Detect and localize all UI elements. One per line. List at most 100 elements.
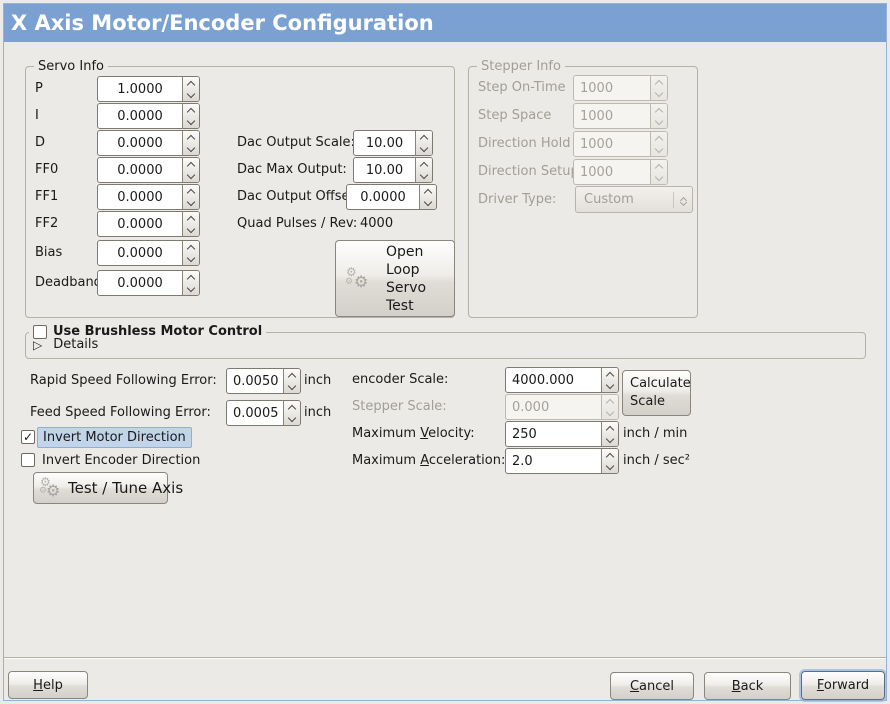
cancel-button[interactable]: Cancel — [610, 672, 694, 700]
spin-up-button[interactable] — [183, 212, 199, 224]
max-velocity-value[interactable]: 250 — [506, 422, 601, 446]
dac-output-scale-spinbox[interactable]: 10.00 — [353, 130, 433, 156]
dac-scale-spin-buttons[interactable] — [415, 131, 432, 155]
feed-error-spinbox[interactable]: 0.0005 — [226, 400, 301, 426]
calculate-scale-button[interactable]: Calculate Scale — [622, 370, 691, 416]
i-spinbox[interactable]: 0.0000 — [97, 103, 200, 129]
dac-output-scale-value[interactable]: 10.00 — [354, 131, 415, 155]
details-expander[interactable]: ▷ Details — [33, 337, 98, 352]
ff0-value[interactable]: 0.0000 — [98, 158, 182, 182]
dac-offset-spin-buttons[interactable] — [419, 185, 436, 209]
spin-up-button[interactable] — [602, 368, 618, 380]
spin-up-button[interactable] — [183, 77, 199, 89]
step-on-time-spinbox: 1000 — [573, 75, 668, 101]
spin-up-button — [651, 76, 667, 88]
ff0-spinbox[interactable]: 0.0000 — [97, 157, 200, 183]
spin-up-button[interactable] — [420, 185, 436, 197]
i-spin-buttons[interactable] — [182, 104, 199, 128]
max-acceleration-value[interactable]: 2.0 — [506, 449, 601, 473]
spin-up-button[interactable] — [183, 131, 199, 143]
spin-buttons[interactable] — [601, 422, 618, 446]
encoder-scale-spinbox[interactable]: 4000.000 — [505, 367, 619, 393]
spin-down-button[interactable] — [284, 381, 300, 393]
spin-down-button[interactable] — [602, 461, 618, 473]
spin-up-button[interactable] — [183, 158, 199, 170]
bias-value[interactable]: 0.0000 — [98, 241, 182, 265]
ff2-spin-buttons[interactable] — [182, 212, 199, 236]
dac-max-output-label: Dac Max Output: — [237, 157, 347, 183]
spin-up-button[interactable] — [284, 369, 300, 381]
gear-tiny-icon: ⚙ — [39, 486, 47, 496]
spin-buttons[interactable] — [601, 449, 618, 473]
ff2-value[interactable]: 0.0000 — [98, 212, 182, 236]
test-tune-axis-button[interactable]: ⚙ ⚙ ⚙ Test / Tune Axis — [33, 472, 168, 504]
spin-down-button[interactable] — [602, 380, 618, 392]
spin-down-button[interactable] — [183, 224, 199, 236]
invert-motor-checkbox[interactable]: ✓ — [21, 430, 35, 444]
d-spinbox[interactable]: 0.0000 — [97, 130, 200, 156]
dac-max-output-spinbox[interactable]: 10.00 — [353, 157, 433, 183]
spin-up-button[interactable] — [183, 185, 199, 197]
spin-down-button[interactable] — [183, 89, 199, 101]
spin-buttons[interactable] — [283, 401, 300, 425]
spin-down-button[interactable] — [183, 170, 199, 182]
spin-down-button[interactable] — [420, 197, 436, 209]
dac-max-spin-buttons[interactable] — [415, 158, 432, 182]
deadband-spin-buttons[interactable] — [182, 271, 199, 295]
ff2-spinbox[interactable]: 0.0000 — [97, 211, 200, 237]
dac-max-output-value[interactable]: 10.00 — [354, 158, 415, 182]
invert-encoder-checkbox[interactable] — [21, 453, 35, 467]
i-value[interactable]: 0.0000 — [98, 104, 182, 128]
d-value[interactable]: 0.0000 — [98, 131, 182, 155]
feed-error-value[interactable]: 0.0005 — [227, 401, 283, 425]
deadband-value[interactable]: 0.0000 — [98, 271, 182, 295]
spin-down-button[interactable] — [183, 283, 199, 295]
spin-up-button[interactable] — [416, 158, 432, 170]
spin-up-button[interactable] — [284, 401, 300, 413]
spin-buttons — [650, 104, 667, 128]
dac-output-offset-value[interactable]: 0.0000 — [347, 185, 419, 209]
p-spinbox[interactable]: 1.0000 — [97, 76, 200, 102]
spin-up-button[interactable] — [183, 271, 199, 283]
spin-up-button[interactable] — [416, 131, 432, 143]
spin-down-button[interactable] — [183, 116, 199, 128]
spin-up-button[interactable] — [602, 422, 618, 434]
bias-spinbox[interactable]: 0.0000 — [97, 240, 200, 266]
expander-triangle-icon[interactable]: ▷ — [33, 338, 42, 352]
invert-motor-label[interactable]: Invert Motor Direction — [37, 427, 192, 448]
d-spin-buttons[interactable] — [182, 131, 199, 155]
rapid-error-value[interactable]: 0.0050 — [227, 369, 283, 393]
ff1-spin-buttons[interactable] — [182, 185, 199, 209]
spin-buttons[interactable] — [601, 368, 618, 392]
forward-button[interactable]: Forward — [801, 671, 885, 700]
bias-spin-buttons[interactable] — [182, 241, 199, 265]
spin-down-button[interactable] — [602, 434, 618, 446]
spin-buttons[interactable] — [283, 369, 300, 393]
ff1-spinbox[interactable]: 0.0000 — [97, 184, 200, 210]
p-value[interactable]: 1.0000 — [98, 77, 182, 101]
invert-encoder-label[interactable]: Invert Encoder Direction — [42, 452, 200, 469]
ff1-value[interactable]: 0.0000 — [98, 185, 182, 209]
spin-down-button[interactable] — [416, 143, 432, 155]
spin-down-button[interactable] — [183, 253, 199, 265]
ff0-spin-buttons[interactable] — [182, 158, 199, 182]
ff2-label: FF2 — [35, 211, 58, 237]
spin-up-button[interactable] — [602, 449, 618, 461]
rapid-error-spinbox[interactable]: 0.0050 — [226, 368, 301, 394]
spin-up-button[interactable] — [183, 241, 199, 253]
back-button[interactable]: Back — [704, 672, 791, 700]
help-button[interactable]: Help — [8, 671, 88, 699]
spin-down-button[interactable] — [183, 143, 199, 155]
ff0-label: FF0 — [35, 157, 58, 183]
spin-up-button[interactable] — [183, 104, 199, 116]
max-velocity-spinbox[interactable]: 250 — [505, 421, 619, 447]
spin-down-button[interactable] — [284, 413, 300, 425]
max-acceleration-spinbox[interactable]: 2.0 — [505, 448, 619, 474]
deadband-spinbox[interactable]: 0.0000 — [97, 270, 200, 296]
spin-down-button[interactable] — [416, 170, 432, 182]
dac-output-offset-spinbox[interactable]: 0.0000 — [346, 184, 437, 210]
p-spin-buttons[interactable] — [182, 77, 199, 101]
spin-down-button[interactable] — [183, 197, 199, 209]
open-loop-servo-test-button[interactable]: ⚙ ⚙ ⚙ Open Loop Servo Test — [335, 240, 455, 317]
encoder-scale-value[interactable]: 4000.000 — [506, 368, 601, 392]
